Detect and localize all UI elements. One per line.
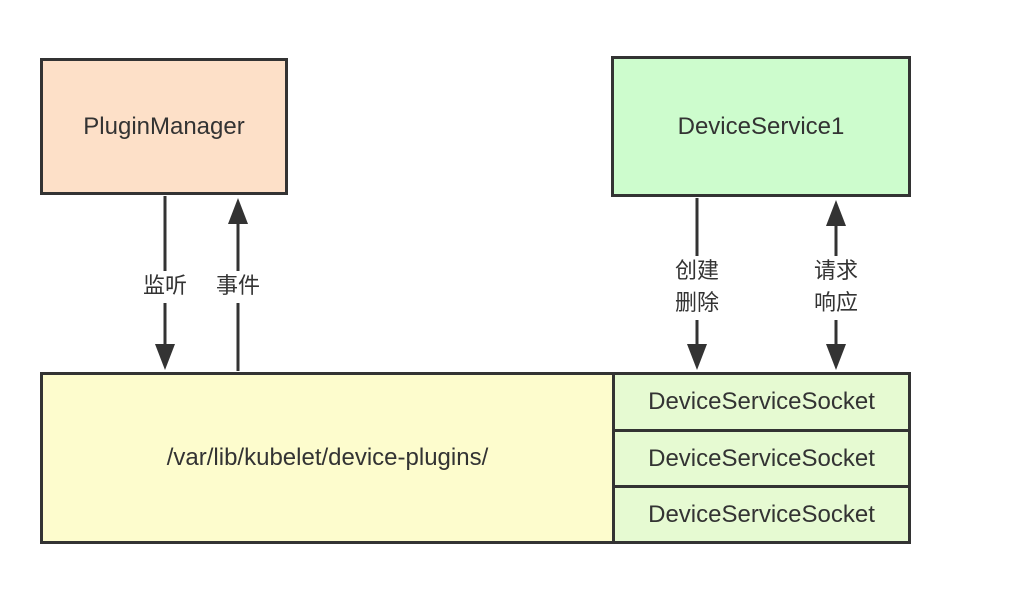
device-service-box: DeviceService1 [611, 56, 911, 197]
plugin-manager-label: PluginManager [83, 112, 245, 140]
device-service-socket-label: DeviceServiceSocket [648, 444, 875, 472]
device-service-socket-box: DeviceServiceSocket [612, 429, 911, 488]
create-delete-label: 创建 删除 [668, 256, 726, 320]
request-response-arrow-head-down [826, 344, 846, 370]
request-response-label: 请求 响应 [807, 256, 865, 320]
event-arrow-head [228, 198, 248, 224]
request-response-arrow-head-up [826, 200, 846, 226]
device-service-socket-label: DeviceServiceSocket [648, 388, 875, 415]
device-service-label: DeviceService1 [677, 112, 845, 140]
watch-label: 监听 [138, 271, 192, 303]
plugin-manager-box: PluginManager [40, 58, 288, 195]
event-label: 事件 [211, 271, 265, 303]
create-label: 创建 [674, 259, 719, 284]
response-label: 响应 [813, 291, 858, 316]
watch-arrow-head [155, 344, 175, 370]
device-plugins-directory-label: /var/lib/kubelet/device-plugins/ [166, 444, 489, 471]
create-delete-arrow-head [687, 344, 707, 370]
request-label: 请求 [813, 259, 858, 284]
delete-label: 删除 [674, 291, 719, 316]
device-service-socket-label: DeviceServiceSocket [648, 500, 875, 528]
device-service-socket-box: DeviceServiceSocket [612, 485, 911, 544]
device-plugins-directory-box: /var/lib/kubelet/device-plugins/ [40, 372, 615, 544]
device-service-socket-box: DeviceServiceSocket [612, 372, 911, 432]
